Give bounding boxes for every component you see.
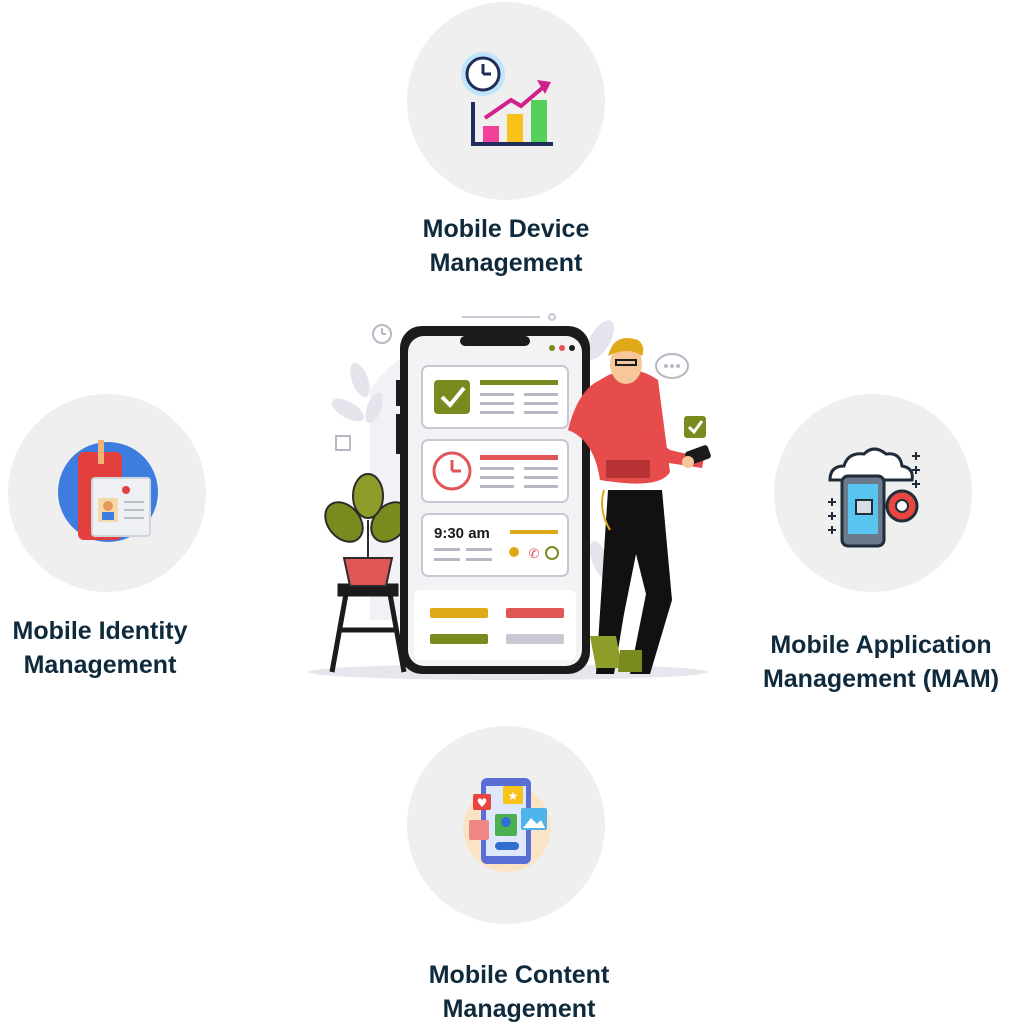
clock-card: [421, 439, 569, 503]
application-management-label: Mobile Application Management (MAM): [741, 628, 1021, 696]
person-leaning-on-phone-illustration: 9:30 am ✆: [308, 313, 711, 680]
growth-chart-clock-icon: [461, 52, 553, 146]
device-line1: Mobile Device: [422, 215, 590, 243]
phone-cloud-gear-icon: [828, 447, 920, 548]
content-line1: Mobile Content: [428, 961, 610, 989]
content-line2: Management: [442, 995, 596, 1023]
identity-management-circle: [8, 394, 206, 592]
device-line2: Management: [429, 249, 583, 277]
phone-id-badge-icon: [58, 440, 158, 542]
person: [568, 338, 711, 674]
identity-line2: Management: [23, 651, 177, 679]
clock-icon: [432, 451, 472, 491]
check-badge-icon: [684, 416, 706, 438]
phone-call-icon: ✆: [529, 547, 540, 562]
stool: [329, 583, 407, 673]
svg-text:♥: ♥: [477, 796, 488, 810]
checklist-card: [421, 365, 569, 429]
content-management-label: Mobile Content Management: [369, 958, 669, 1026]
identity-line1: Mobile Identity: [12, 617, 188, 645]
decor-dot: [548, 313, 556, 321]
application-line2: Management (MAM): [762, 665, 1000, 693]
globe-icon: [545, 546, 559, 560]
svg-text:★: ★: [508, 789, 519, 803]
identity-management-label: Mobile Identity Management: [0, 614, 220, 682]
small-clock-icon: [372, 324, 392, 344]
application-management-circle: [774, 394, 972, 592]
device-management-label: Mobile Device Management: [356, 212, 656, 280]
application-line1: Mobile Application: [770, 631, 992, 659]
plus-icon: [335, 435, 351, 451]
time-card: 9:30 am ✆: [421, 513, 569, 577]
content-management-circle: ♥ ★: [407, 726, 605, 924]
chat-bubble-icon: [655, 353, 689, 379]
device-management-circle: [407, 2, 605, 200]
phone-content-apps-icon: ♥ ★: [463, 778, 551, 872]
phone-bottom-panel: [414, 590, 576, 660]
time-label: 9:30 am: [434, 525, 490, 542]
location-pin-icon: [509, 547, 519, 557]
